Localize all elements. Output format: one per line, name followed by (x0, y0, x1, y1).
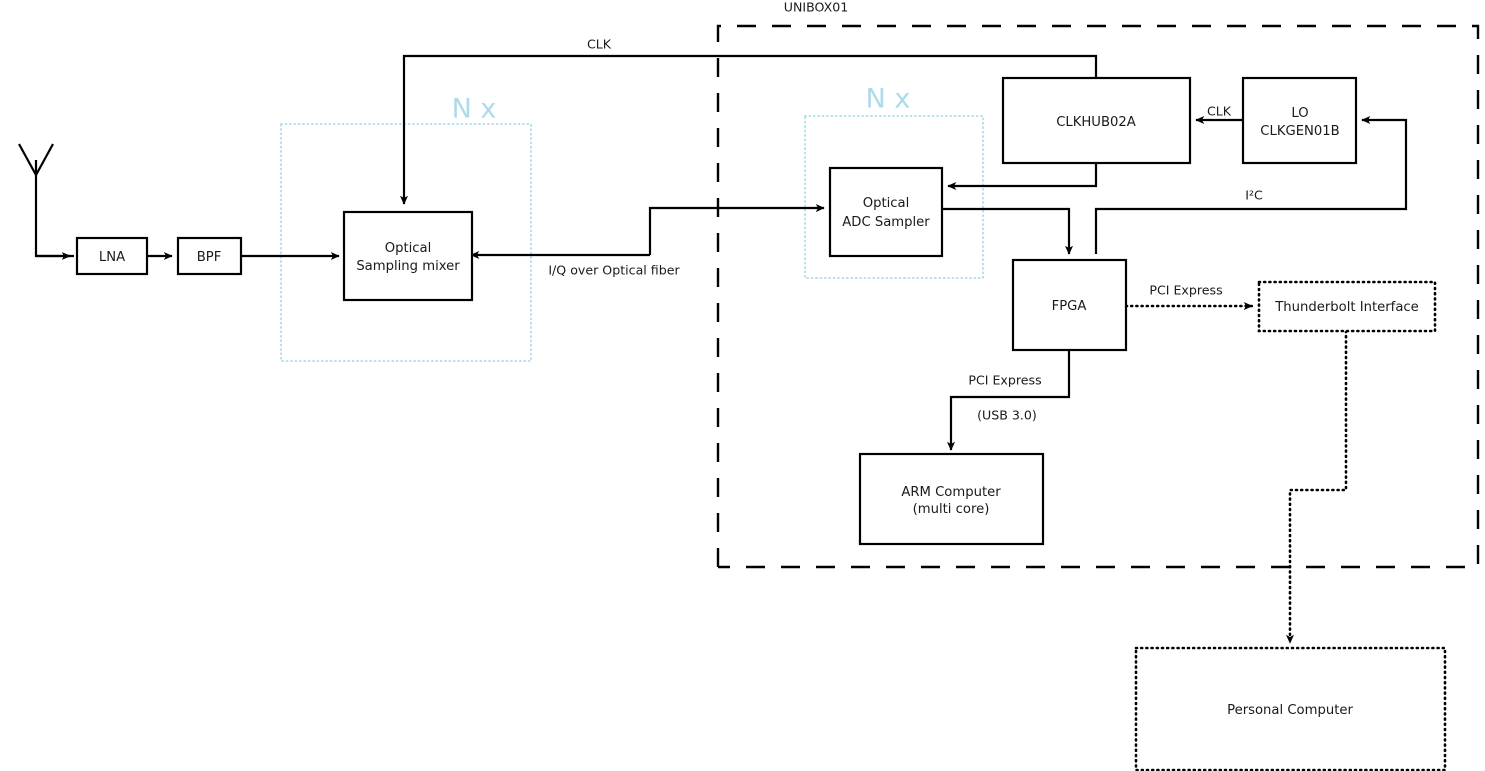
block-arm-rect[interactable] (858, 452, 1045, 546)
block-arm-label-line2: (multi core) (913, 502, 990, 517)
wire-label-clk-lo: CLK (1207, 104, 1232, 119)
block-pc-rect[interactable] (1134, 646, 1447, 771)
block-lna[interactable]: LNA (75, 236, 149, 276)
block-bpf[interactable]: BPF (176, 236, 243, 276)
block-adc-label-line2: ADC Sampler (842, 215, 930, 230)
wire-label-i2c: I²C (1245, 188, 1263, 203)
block-pc-label: Personal Computer (1227, 703, 1353, 718)
wire-label-pcie-arm: PCI Express (968, 373, 1041, 388)
block-lo-rect[interactable] (1241, 76, 1358, 165)
block-mixer-label-line2: Sampling mixer (356, 259, 460, 274)
block-clkhub02a[interactable]: CLKHUB02A (1001, 76, 1192, 165)
block-lo-label-line1: LO (1291, 106, 1308, 121)
wire-thunderbolt-to-pc (1285, 329, 1348, 645)
wire-iq-to-adc (648, 203, 825, 255)
block-lo-clkgen01b[interactable]: LO CLKGEN01B (1241, 76, 1358, 165)
wire-clk-to-mixer (399, 54, 1098, 205)
block-optical-adc-sampler[interactable]: Optical ADC Sampler (828, 166, 944, 258)
block-adc-label-line1: Optical (863, 196, 910, 211)
block-arm-computer[interactable]: ARM Computer (multi core) (858, 452, 1045, 546)
block-fpga-label: FPGA (1052, 299, 1087, 314)
block-mixer-rect[interactable] (342, 210, 474, 302)
wire-label-pcie-thunderbolt: PCI Express (1149, 283, 1222, 298)
wire-fpga-to-arm (946, 350, 1071, 451)
block-mixer-label-line1: Optical (385, 241, 432, 256)
block-fpga-rect[interactable] (1011, 258, 1128, 352)
block-adc-rect[interactable] (828, 166, 944, 258)
block-bpf-label: BPF (197, 250, 222, 265)
block-bpf-rect[interactable] (176, 236, 243, 276)
wire-adc-to-fpga (942, 207, 1074, 255)
wire-label-iq-fiber: I/Q over Optical fiber (548, 263, 680, 278)
block-arm-label-line1: ARM Computer (901, 485, 1001, 500)
block-fpga[interactable]: FPGA (1011, 258, 1128, 352)
block-optical-sampling-mixer[interactable]: Optical Sampling mixer (342, 210, 474, 302)
block-lna-rect[interactable] (75, 236, 149, 276)
block-personal-computer[interactable]: Personal Computer (1134, 646, 1447, 771)
unibox-boundary-group: UNIBOX01 (716, 0, 1480, 569)
group-label-rx-chain: N x (452, 94, 497, 125)
unibox-title-label: UNIBOX01 (784, 0, 849, 15)
block-thunderbolt-rect[interactable] (1257, 280, 1437, 333)
block-lo-label-line2: CLKGEN01B (1260, 124, 1339, 139)
block-clkhub-rect[interactable] (1001, 76, 1192, 165)
block-lna-label: LNA (99, 250, 125, 265)
wire-label-clk-top: CLK (587, 37, 612, 52)
antenna-icon (18, 143, 74, 258)
wire-label-usb3: (USB 3.0) (977, 408, 1037, 423)
unibox-boundary (716, 24, 1480, 569)
wire-clkhub-to-adc (947, 163, 1098, 191)
block-thunderbolt-label: Thunderbolt Interface (1274, 300, 1419, 315)
block-thunderbolt-interface[interactable]: Thunderbolt Interface (1257, 280, 1437, 333)
group-box-adc-chain (804, 115, 984, 279)
group-box-rx-chain (280, 123, 532, 362)
group-label-adc-chain: N x (866, 84, 911, 115)
block-clkhub-label: CLKHUB02A (1056, 115, 1136, 130)
wire-i2c-fpga-to-lo (1094, 115, 1408, 254)
